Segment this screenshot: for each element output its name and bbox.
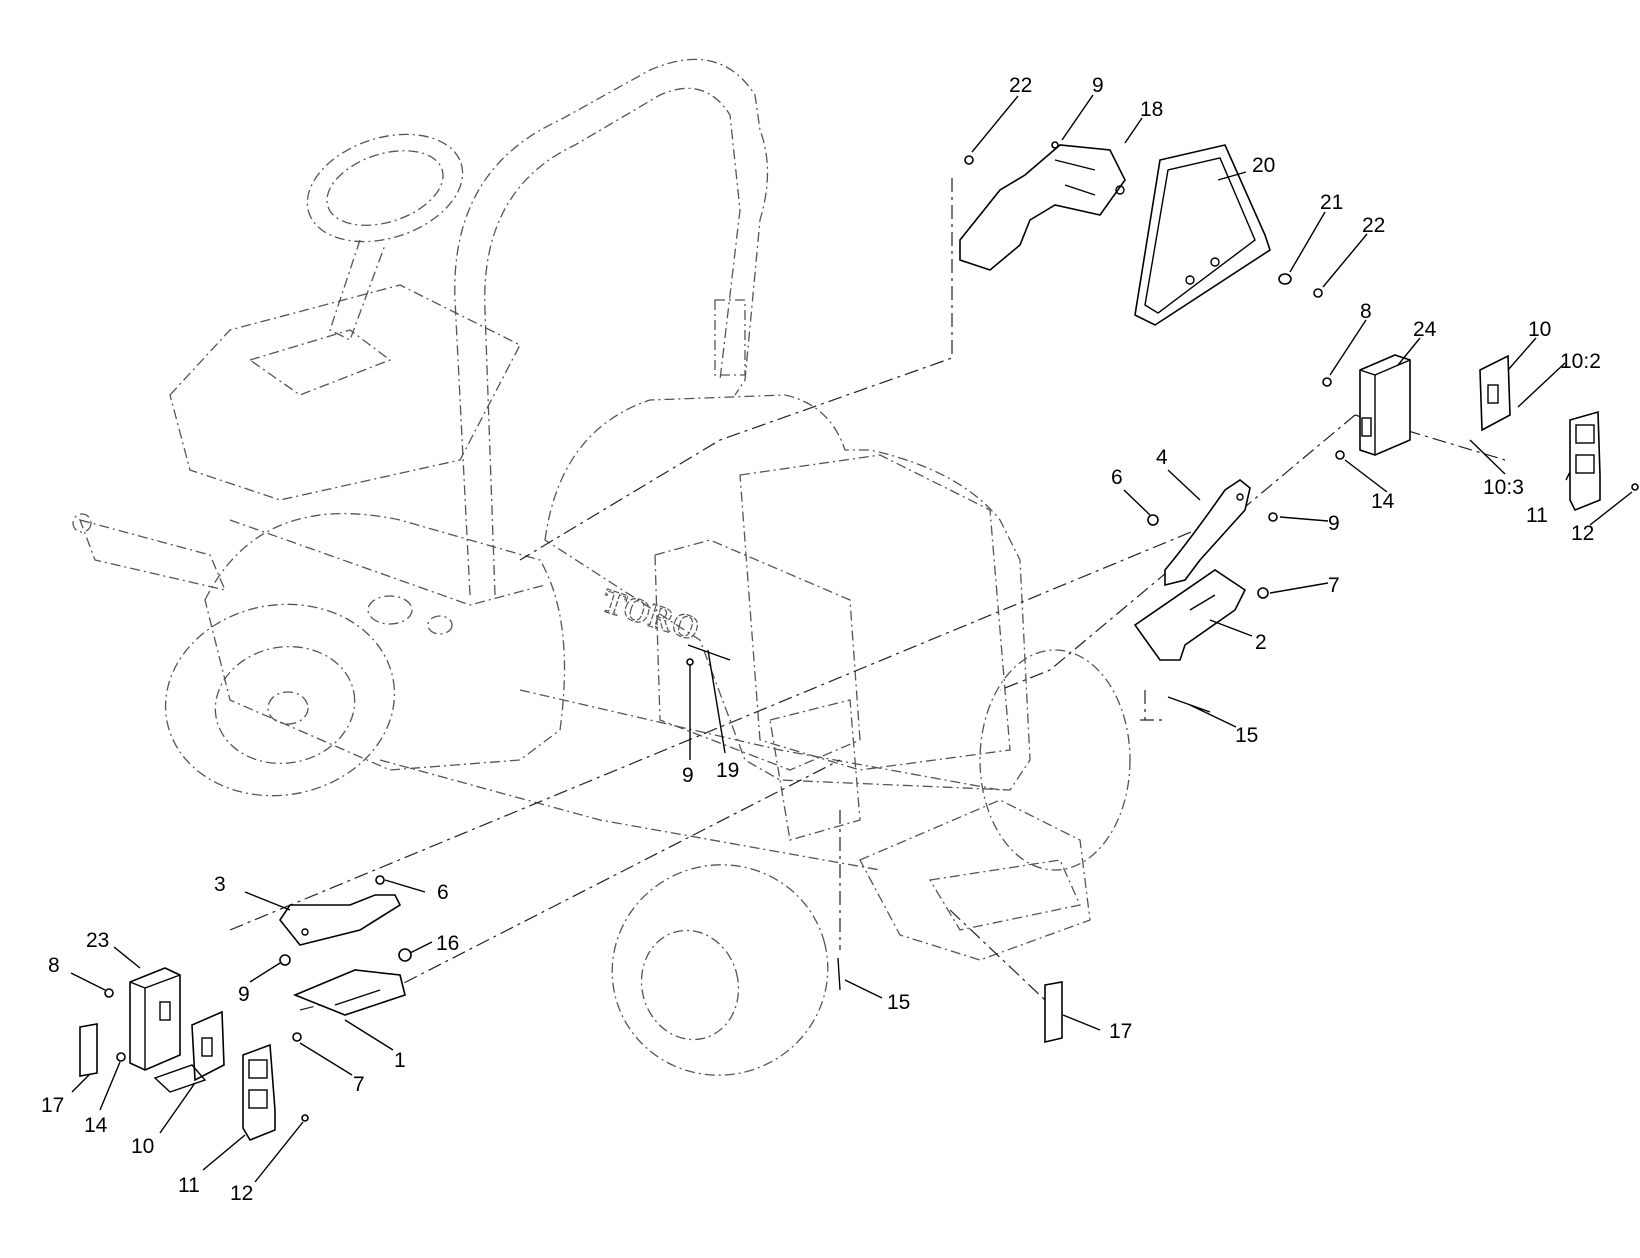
operator-platform bbox=[169, 284, 521, 501]
callout-9: 9 bbox=[682, 764, 694, 787]
cap-6-right bbox=[1147, 514, 1159, 526]
screw-8-right bbox=[1322, 377, 1332, 387]
rear-tire-left bbox=[979, 649, 1131, 871]
callout-7: 7 bbox=[353, 1073, 365, 1096]
light-arm-4 bbox=[1164, 479, 1251, 587]
machine-phantom-outline: TORO bbox=[72, 58, 1131, 1076]
steering-wheel bbox=[306, 133, 464, 243]
screw-14-right bbox=[1335, 450, 1345, 460]
light-bracket-10-right bbox=[1479, 354, 1511, 432]
callout-17: 17 bbox=[41, 1094, 64, 1117]
callout-labels: 22 9 18 20 21 22 8 24 10 10:2 10:3 14 11… bbox=[41, 74, 1601, 1205]
light-lens-11-right bbox=[1569, 410, 1601, 512]
light-housing-23 bbox=[129, 967, 181, 1071]
rear-tire-right bbox=[611, 864, 829, 1076]
light-arm-3 bbox=[279, 894, 402, 946]
callout-9: 9 bbox=[1328, 512, 1340, 535]
nut-7-right bbox=[1257, 587, 1269, 599]
callout-2: 2 bbox=[1255, 631, 1267, 654]
callout-22: 22 bbox=[1362, 214, 1385, 237]
front-fender bbox=[204, 513, 566, 771]
callout-12: 12 bbox=[230, 1182, 253, 1205]
callout-9: 9 bbox=[1092, 74, 1104, 97]
cap-6-left bbox=[375, 875, 385, 885]
reflector-decal-17-right bbox=[1044, 981, 1063, 1044]
callout-1: 1 bbox=[394, 1049, 406, 1072]
front-hitch bbox=[78, 519, 227, 591]
callout-7: 7 bbox=[1328, 574, 1340, 597]
callout-10: 10 bbox=[1528, 318, 1551, 341]
callout-11: 11 bbox=[1526, 504, 1548, 527]
nut-9-center bbox=[686, 658, 694, 666]
light-bracket-10-left bbox=[153, 1010, 225, 1093]
screw-12-left bbox=[301, 1114, 309, 1122]
bolt-15-right bbox=[1167, 696, 1211, 713]
callout-20: 20 bbox=[1252, 154, 1275, 177]
smv-emblem-20 bbox=[1134, 144, 1271, 326]
callout-16: 16 bbox=[436, 932, 459, 955]
bolt-22-top bbox=[964, 155, 974, 165]
leader-lines bbox=[70, 94, 1633, 1183]
front-tire-left bbox=[164, 603, 396, 797]
nut-16 bbox=[398, 948, 412, 962]
callout-14: 14 bbox=[1371, 490, 1395, 513]
callout-10-2: 10:2 bbox=[1560, 350, 1601, 373]
rops-roll-bar bbox=[454, 58, 769, 596]
callout-10: 10 bbox=[131, 1135, 154, 1158]
washer-21 bbox=[1278, 273, 1292, 285]
callout-14: 14 bbox=[84, 1114, 108, 1137]
callout-19: 19 bbox=[716, 759, 739, 782]
mount-plate-1 bbox=[292, 969, 406, 1016]
callout-6: 6 bbox=[1111, 466, 1123, 489]
assembly-lines bbox=[229, 178, 1506, 1011]
screw-12-right bbox=[1631, 483, 1639, 491]
callout-17: 17 bbox=[1109, 1020, 1132, 1043]
callout-15: 15 bbox=[887, 991, 910, 1014]
light-housing-24 bbox=[1359, 354, 1411, 456]
callout-9: 9 bbox=[238, 983, 250, 1006]
bolt-15-lower bbox=[837, 957, 841, 991]
smv-mount-bracket-18 bbox=[959, 144, 1126, 271]
callout-3: 3 bbox=[214, 873, 226, 896]
callout-6: 6 bbox=[437, 881, 449, 904]
callout-24: 24 bbox=[1413, 318, 1437, 341]
nut-9-left bbox=[279, 954, 291, 966]
bolt-9-top bbox=[1051, 141, 1059, 149]
callout-11: 11 bbox=[178, 1174, 200, 1197]
callout-4: 4 bbox=[1156, 446, 1168, 469]
bolt-22-right bbox=[1313, 288, 1323, 298]
engine-hood bbox=[544, 394, 1031, 791]
callout-18: 18 bbox=[1140, 98, 1163, 121]
callout-12: 12 bbox=[1571, 522, 1594, 545]
screw-14-left bbox=[116, 1052, 126, 1062]
rear-frame bbox=[859, 799, 1091, 961]
callout-21: 21 bbox=[1320, 191, 1343, 214]
hood-brand-logo: TORO bbox=[598, 582, 704, 648]
nut-9-right bbox=[1268, 512, 1278, 522]
callout-15: 15 bbox=[1235, 724, 1258, 747]
callout-22: 22 bbox=[1009, 74, 1032, 97]
mount-plate-2 bbox=[1133, 569, 1247, 661]
callout-8: 8 bbox=[48, 954, 60, 977]
light-lens-11-left bbox=[242, 1043, 276, 1141]
reflector-decal-17-left bbox=[79, 1023, 98, 1077]
callout-10-3: 10:3 bbox=[1483, 476, 1524, 499]
screw-8-left bbox=[104, 988, 114, 998]
nut-7-left bbox=[292, 1032, 302, 1042]
callout-8: 8 bbox=[1360, 300, 1372, 323]
callout-23: 23 bbox=[86, 929, 109, 952]
